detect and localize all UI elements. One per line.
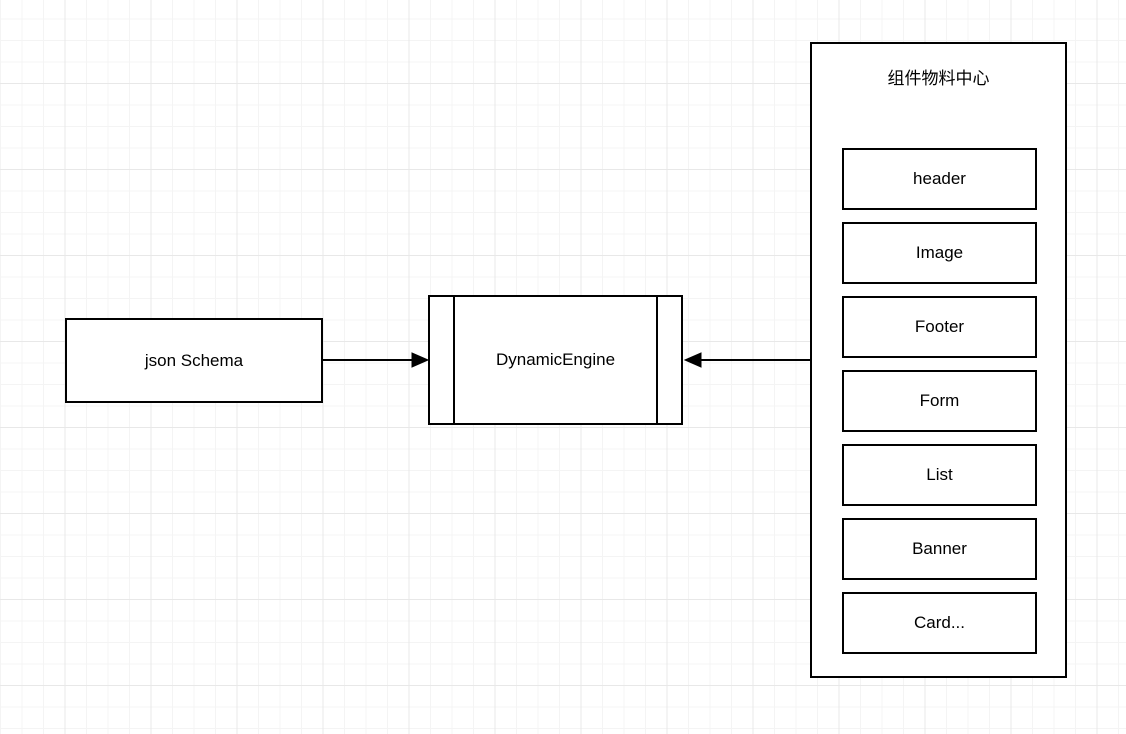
component-item-image: Image bbox=[842, 222, 1037, 284]
material-center-title: 组件物料中心 bbox=[887, 68, 990, 88]
component-item-banner: Banner bbox=[842, 518, 1037, 580]
dynamic-engine-label: DynamicEngine bbox=[495, 350, 616, 369]
component-list: header Image Footer Form List Banner Car… bbox=[842, 148, 1037, 654]
component-item-footer: Footer bbox=[842, 296, 1037, 358]
json-schema-label: json Schema bbox=[144, 350, 244, 370]
arrow-json-schema-to-dynamic-engine bbox=[322, 352, 430, 368]
arrow-material-center-to-dynamic-engine bbox=[683, 352, 810, 368]
process-side-bar-left bbox=[453, 297, 455, 423]
json-schema-node: json Schema bbox=[65, 318, 323, 403]
dynamic-engine-node: DynamicEngine bbox=[428, 295, 683, 425]
process-side-bar-right bbox=[656, 297, 658, 423]
material-center-container: 组件物料中心 header Image Footer Form List Ban… bbox=[810, 42, 1067, 678]
component-item-header: header bbox=[842, 148, 1037, 210]
component-item-list: List bbox=[842, 444, 1037, 506]
component-item-card: Card... bbox=[842, 592, 1037, 654]
component-item-form: Form bbox=[842, 370, 1037, 432]
